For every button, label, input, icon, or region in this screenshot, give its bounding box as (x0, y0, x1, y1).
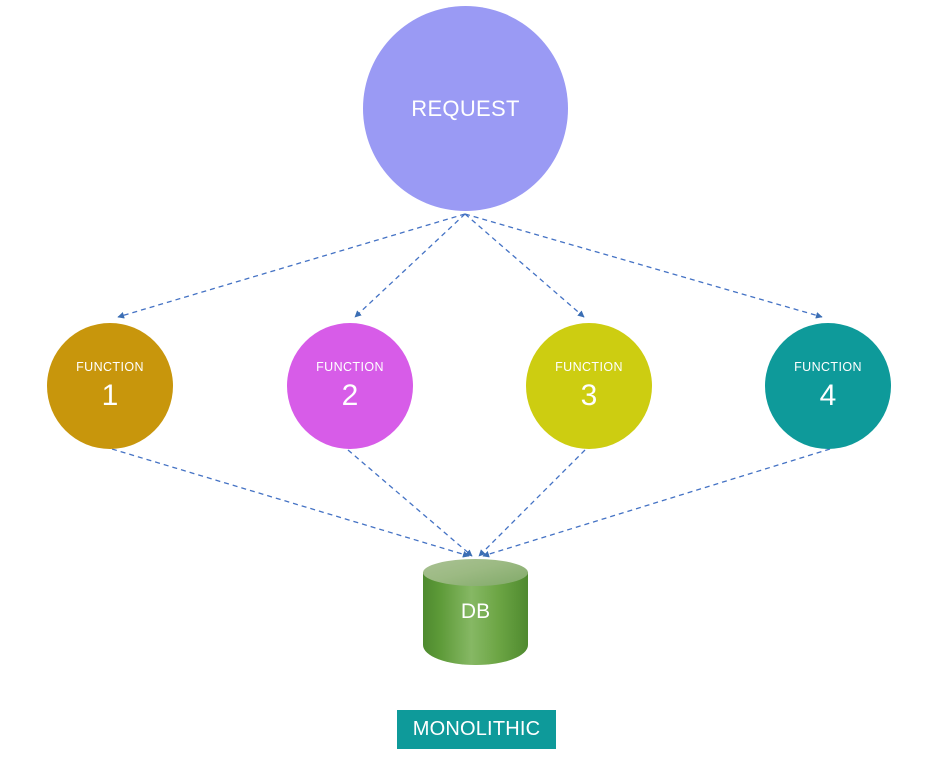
edge-request-to-function-2 (354, 213, 466, 318)
edge-request-to-function-4 (464, 213, 823, 319)
function-number: 4 (819, 378, 837, 412)
function-number: 3 (580, 378, 598, 412)
function-caption: FUNCTION (316, 360, 384, 375)
function-node-2[interactable]: FUNCTION 2 (287, 323, 413, 449)
database-node[interactable]: DB (423, 559, 528, 665)
function-caption: FUNCTION (76, 360, 144, 375)
edge-request-to-function-3 (464, 213, 585, 318)
edge-function-4-to-db (482, 448, 831, 558)
function-number: 1 (101, 378, 119, 412)
monolithic-banner-label: MONOLITHIC (412, 718, 541, 740)
edge-request-to-function-1 (117, 213, 466, 319)
edge-function-3-to-db (478, 449, 586, 557)
database-label: DB (460, 600, 491, 623)
monolithic-banner: MONOLITHIC (397, 710, 556, 749)
edge-function-2-to-db (347, 449, 473, 557)
database-cylinder-top (423, 559, 528, 586)
request-node[interactable]: REQUEST (363, 6, 568, 211)
function-caption: FUNCTION (794, 360, 862, 375)
database-cylinder-body (423, 572, 528, 665)
function-number: 2 (341, 378, 359, 412)
function-node-1[interactable]: FUNCTION 1 (47, 323, 173, 449)
function-node-4[interactable]: FUNCTION 4 (765, 323, 891, 449)
edge-function-1-to-db (111, 448, 470, 558)
function-node-3[interactable]: FUNCTION 3 (526, 323, 652, 449)
request-label: REQUEST (411, 95, 520, 121)
function-caption: FUNCTION (555, 360, 623, 375)
